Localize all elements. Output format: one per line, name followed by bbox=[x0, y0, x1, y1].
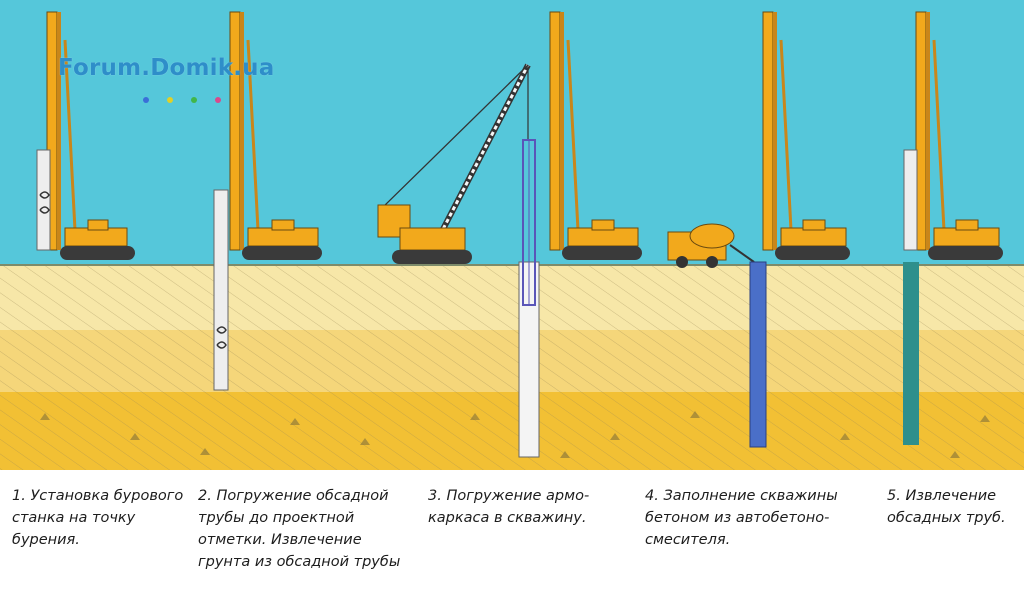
drilling-rig-3 bbox=[518, 11, 642, 458]
concrete-fill bbox=[749, 261, 767, 448]
step-2-caption: 2. Погружение обсадной трубы до проектно… bbox=[198, 488, 401, 570]
step-1-caption: 1. Установка бурового станка на точку бу… bbox=[12, 488, 184, 548]
crawler-crane bbox=[377, 63, 531, 264]
watermark: Forum.Domik.ua bbox=[58, 55, 275, 81]
finished-pile bbox=[903, 262, 919, 445]
watermark-dot bbox=[215, 97, 222, 103]
soil-hatching bbox=[0, 265, 1024, 470]
watermark-dot bbox=[167, 97, 174, 103]
casing-pipe bbox=[36, 149, 51, 251]
concrete-mixer-truck bbox=[667, 223, 755, 268]
drilling-rig-4 bbox=[749, 11, 850, 448]
step-3-caption: 3. Погружение армо-каркаса в скважину. bbox=[428, 488, 590, 526]
watermark-dot bbox=[143, 97, 149, 103]
watermark-dots bbox=[143, 88, 234, 107]
casing-pipe bbox=[213, 189, 229, 391]
sky bbox=[0, 0, 1024, 265]
step-5-caption: 5. Извлечение обсадных труб. bbox=[887, 488, 1006, 526]
drilling-rig-2 bbox=[213, 11, 322, 391]
soil bbox=[0, 264, 1024, 470]
drilling-rig-5 bbox=[903, 11, 1003, 445]
casing-pipe bbox=[903, 149, 918, 251]
drilling-rig-1 bbox=[36, 11, 135, 260]
construction-scene bbox=[0, 0, 1024, 470]
step-4-caption: 4. Заполнение скважины бетоном из автобе… bbox=[645, 488, 838, 548]
soil-stones bbox=[40, 411, 990, 458]
watermark-dot bbox=[191, 97, 198, 103]
